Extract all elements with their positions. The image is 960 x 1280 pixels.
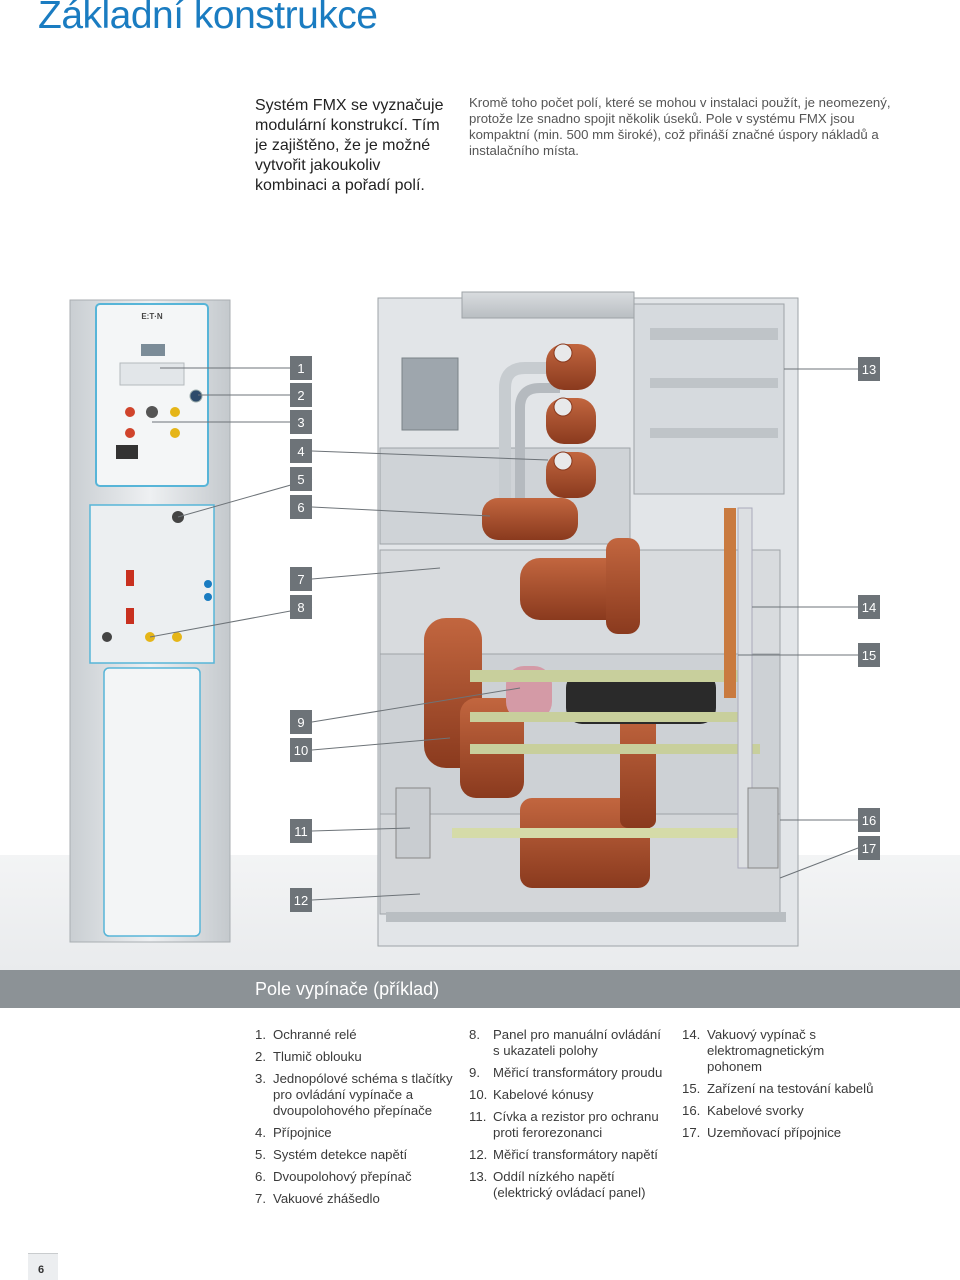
legend-number: 8. (469, 1027, 480, 1042)
closed-cabinet: E:T·N (69, 299, 231, 943)
callout-17: 17 (862, 841, 876, 856)
legend-item: 15. Zařízení na testování kabelů (682, 1081, 882, 1097)
eaton-logo: E:T·N (141, 312, 163, 321)
legend-item: 4. Přípojnice (255, 1125, 455, 1141)
legend-number: 10. (469, 1087, 488, 1102)
callout-leaders (149, 367, 859, 901)
legend-column-2: 8. Panel pro manuální ovládání s ukazatel… (469, 1027, 669, 1207)
legend-item: 12. Měřicí transformátory napětí (469, 1147, 669, 1163)
legend-item: 5. Systém detekce napětí (255, 1147, 455, 1163)
callout-badges: 1 2 3 4 5 6 7 8 9 10 11 12 13 14 15 16 1… (290, 356, 880, 912)
legend-item: 16. Kabelové svorky (682, 1103, 882, 1119)
legend-number: 14. (682, 1027, 701, 1042)
callout-7: 7 (297, 572, 304, 587)
legend-item: 9. Měřicí transformátory proudu (469, 1065, 669, 1081)
legend-number: 1. (255, 1027, 266, 1042)
callout-12: 12 (294, 893, 308, 908)
legend-item: 17. Uzemňovací přípojnice (682, 1125, 882, 1141)
callout-3: 3 (297, 415, 304, 430)
legend-text: Kabelové svorky (707, 1103, 804, 1118)
page-number-tab (28, 1253, 58, 1280)
switchgear-illustration: E:T·N (69, 291, 880, 947)
open-cabinet (377, 291, 799, 947)
caption-bar (0, 970, 960, 1008)
legend-text: Ochranné relé (273, 1027, 357, 1042)
legend-number: 13. (469, 1169, 488, 1184)
legend-text: Měřicí transformátory proudu (493, 1065, 663, 1080)
legend-number: 16. (682, 1103, 701, 1118)
intro-lead-text: Systém FMX se vyznačuje modulární konstr… (255, 97, 444, 194)
legend-text: Tlumič oblouku (273, 1049, 362, 1064)
legend-text: Systém detekce napětí (273, 1147, 408, 1162)
legend-number: 11. (469, 1109, 487, 1124)
callout-11: 11 (294, 824, 308, 839)
legend-number: 7. (255, 1191, 266, 1206)
intro-body-text: Kromě toho počet polí, které se mohou v … (469, 95, 891, 158)
legend-item: 13. Oddíl nízkého napětí (elektrický ovlá… (469, 1169, 669, 1201)
legend-text: Kabelové kónusy (493, 1087, 594, 1102)
figure-caption: Pole vypínače (příklad) (255, 979, 440, 999)
legend-text: Uzemňovací přípojnice (707, 1125, 842, 1140)
callout-1: 1 (297, 361, 304, 376)
legend-item: 6. Dvoupolohový přepínač (255, 1169, 455, 1185)
legend-number: 17. (682, 1125, 701, 1140)
callout-6: 6 (297, 500, 304, 515)
legend-text: Cívka a rezistor pro ochranu proti feror… (493, 1109, 659, 1140)
legend-number: 4. (255, 1125, 266, 1140)
callout-13: 13 (862, 362, 876, 377)
callout-4: 4 (297, 444, 304, 459)
legend-item: 14. Vakuový vypínač s elektromagnetickým … (682, 1027, 882, 1075)
legend-text: Jednopólové schéma s tlačítky pro ovládá… (273, 1071, 453, 1118)
legend-item: 7. Vakuové zhášedlo (255, 1191, 455, 1207)
callout-16: 16 (862, 813, 876, 828)
legend-number: 5. (255, 1147, 266, 1162)
legend-number: 12. (469, 1147, 488, 1162)
legend-column-1: 1. Ochranné relé 2. Tlumič oblouku 3. Jedno… (255, 1027, 455, 1213)
page-number: 6 (38, 1264, 45, 1276)
legend-text: Panel pro manuální ovládání s ukazateli … (493, 1027, 661, 1058)
legend-item: 1. Ochranné relé (255, 1027, 455, 1043)
legend-item: 8. Panel pro manuální ovládání s ukazatel… (469, 1027, 669, 1059)
legend-item: 3. Jednopólové schéma s tlačítky pro ovlá… (255, 1071, 455, 1119)
callout-14: 14 (862, 600, 876, 615)
callout-2: 2 (297, 388, 304, 403)
legend-text: Vakuový vypínač s elektromagnetickým poh… (707, 1027, 825, 1074)
legend-column-3: 14. Vakuový vypínač s elektromagnetickým … (682, 1027, 882, 1147)
callout-9: 9 (297, 715, 304, 730)
callout-10: 10 (294, 743, 308, 758)
callout-5: 5 (297, 472, 304, 487)
legend-number: 15. (682, 1081, 701, 1096)
legend-item: 11. Cívka a rezistor pro ochranu proti fe… (469, 1109, 669, 1141)
legend-number: 6. (255, 1169, 266, 1184)
legend-text: Zařízení na testování kabelů (707, 1081, 874, 1096)
legend-text: Dvoupolohový přepínač (273, 1169, 412, 1184)
legend-text: Vakuové zhášedlo (273, 1191, 380, 1206)
page-title: Základní konstrukce (38, 0, 378, 37)
legend-text: Přípojnice (273, 1125, 332, 1140)
legend-number: 3. (255, 1071, 266, 1086)
legend-number: 2. (255, 1049, 266, 1064)
legend-text: Oddíl nízkého napětí (elektrický ovládac… (493, 1169, 646, 1200)
callout-8: 8 (297, 600, 304, 615)
callout-15: 15 (862, 648, 876, 663)
legend-number: 9. (469, 1065, 480, 1080)
legend-text: Měřicí transformátory napětí (493, 1147, 658, 1162)
legend-item: 2. Tlumič oblouku (255, 1049, 455, 1065)
legend-item: 10. Kabelové kónusy (469, 1087, 669, 1103)
